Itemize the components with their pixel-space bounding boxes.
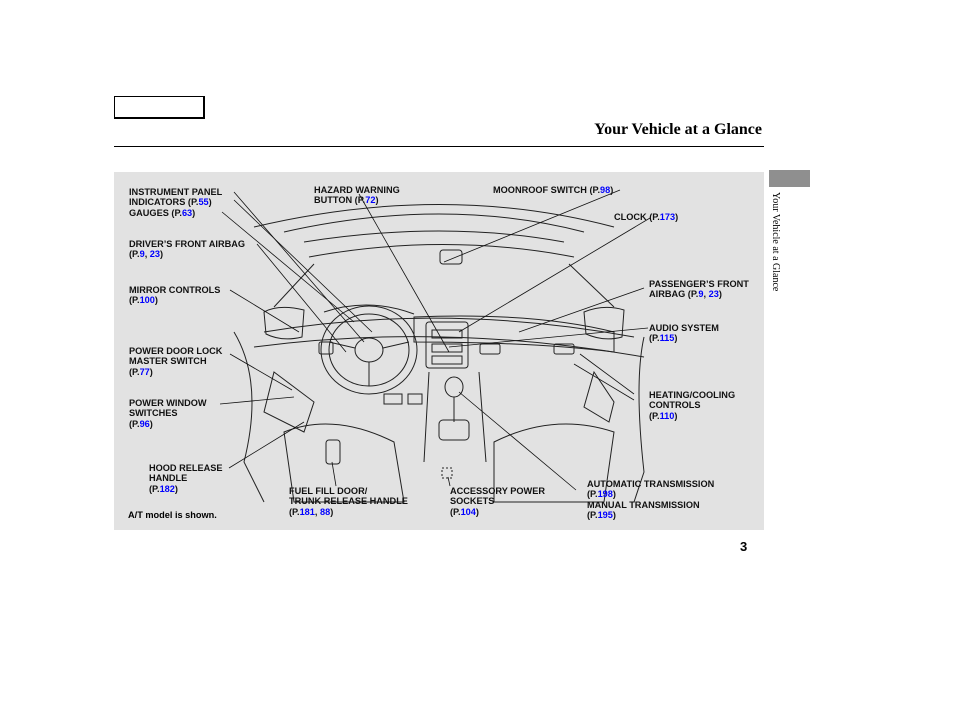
callout-mirror-controls: MIRROR CONTROLS (P.100) [129, 285, 221, 306]
vehicle-interior-illustration [219, 189, 651, 503]
page-link-accessory[interactable]: 104 [460, 506, 476, 517]
callout-instrument-panel: INSTRUMENT PANEL INDICATORS (P.55) GAUGE… [129, 187, 223, 218]
section-tab [769, 170, 810, 187]
section-index-box [114, 96, 205, 119]
page-link-clock[interactable]: 173 [659, 212, 676, 222]
callout-power-window: POWER WINDOW SWITCHES (P.96) [129, 398, 207, 429]
page-link-driver-airbag-a[interactable]: 9 [139, 249, 145, 260]
page-link-heating[interactable]: 110 [659, 410, 675, 421]
page-link-hood[interactable]: 182 [159, 483, 175, 494]
page-link-passenger-airbag-b[interactable]: 23 [708, 289, 719, 300]
callout-fuel-fill-door: FUEL FILL DOOR/ TRUNK RELEASE HANDLE (P.… [289, 486, 408, 517]
callout-accessory-sockets: ACCESSORY POWER SOCKETS (P.104) [450, 486, 545, 517]
page-link-automatic-transmission[interactable]: 198 [597, 489, 613, 500]
callout-drivers-front-airbag: DRIVER’S FRONT AIRBAG (P.9, 23) [129, 239, 246, 260]
page-link-fuel-b[interactable]: 88 [320, 506, 331, 517]
callout-hazard-warning: HAZARD WARNING BUTTON (P.72) [314, 185, 400, 206]
page-link-fuel-a[interactable]: 181 [299, 506, 315, 517]
figure-note: A/T model is shown. [128, 510, 217, 520]
sidebar-section-label: Your Vehicle at a Glance [770, 192, 781, 292]
callout-clock: CLOCK (P.173) [614, 212, 679, 222]
page-link-mirror[interactable]: 100 [139, 295, 155, 306]
page-link-manual-transmission[interactable]: 195 [597, 509, 613, 520]
page-link-door-lock[interactable]: 77 [139, 366, 150, 377]
page-link-gauges[interactable]: 63 [181, 207, 193, 218]
page-link-hazard[interactable]: 72 [365, 195, 376, 206]
callout-audio-system: AUDIO SYSTEM (P.115) [649, 323, 719, 344]
callout-hood-release: HOOD RELEASE HANDLE (P.182) [149, 463, 223, 494]
page-link-passenger-airbag-a[interactable]: 9 [698, 289, 704, 300]
page-link-indicators[interactable]: 55 [198, 197, 209, 208]
title-rule [114, 146, 764, 147]
callout-passengers-front-airbag: PASSENGER’S FRONT AIRBAG (P.9, 23) [649, 279, 749, 300]
page-title: Your Vehicle at a Glance [594, 121, 762, 138]
callout-heating-cooling: HEATING/COOLING CONTROLS (P.110) [649, 390, 736, 421]
callout-transmission: AUTOMATIC TRANSMISSION (P.198) MANUAL TR… [587, 479, 715, 520]
page-link-window[interactable]: 96 [139, 418, 150, 429]
callout-moonroof-switch: MOONROOF SWITCH (P.98) [493, 185, 614, 195]
page-link-moonroof[interactable]: 98 [600, 185, 611, 195]
page-number: 3 [740, 539, 748, 554]
callout-power-door-lock: POWER DOOR LOCK MASTER SWITCH (P.77) [129, 346, 223, 377]
page-link-driver-airbag-b[interactable]: 23 [149, 249, 161, 260]
figure-panel [114, 172, 764, 530]
page-link-audio[interactable]: 115 [659, 333, 675, 344]
